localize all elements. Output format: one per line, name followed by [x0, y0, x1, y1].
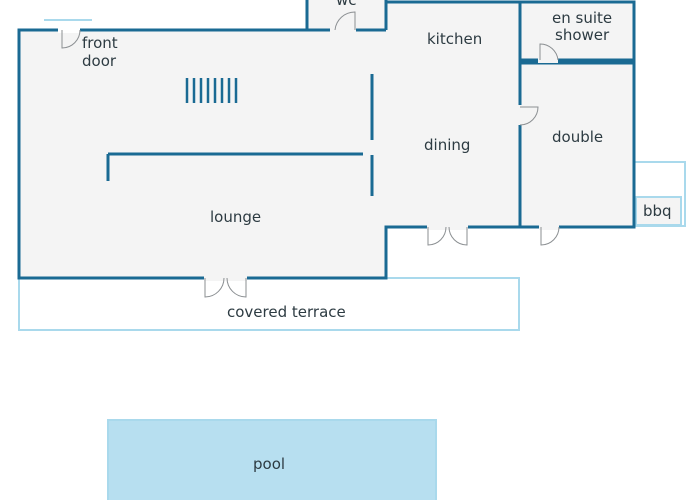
bbq-label: bbq	[643, 202, 672, 220]
en-suite-label-line1: en suite	[552, 9, 612, 27]
double-bottom-door-swing	[539, 224, 560, 246]
en-suite-label-line2: shower	[555, 26, 610, 44]
front-door-swing	[44, 19, 92, 49]
pool-label: pool	[253, 455, 285, 473]
front-door-label-line1: front	[82, 34, 118, 52]
double-room-door-swing	[517, 105, 539, 126]
wc-label: wc	[336, 0, 357, 9]
dining-doors-swing	[427, 224, 468, 246]
doors	[44, 11, 560, 298]
double-label: double	[552, 128, 603, 146]
walls	[17, 0, 636, 280]
bbq-unit	[635, 196, 682, 226]
floor-area	[19, 0, 634, 278]
lounge-label: lounge	[210, 208, 261, 226]
stairs	[185, 78, 238, 103]
wc-door-swing	[331, 11, 356, 33]
pool-shape	[107, 419, 437, 500]
interior-walls	[106, 74, 374, 196]
dining-label: dining	[424, 136, 470, 154]
kitchen-label: kitchen	[427, 30, 482, 48]
en-suite-floor	[520, 2, 634, 60]
en-suite-door-swing	[538, 43, 559, 63]
front-door-label-line2: door	[82, 52, 117, 70]
terrace-doors-swing	[204, 275, 247, 298]
covered-terrace-label: covered terrace	[227, 303, 346, 321]
